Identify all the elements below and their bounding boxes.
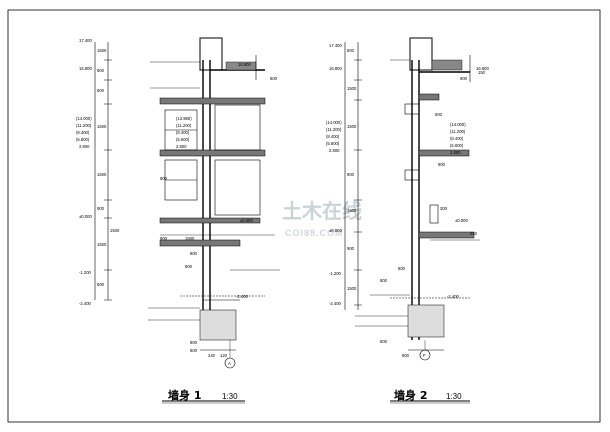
- right-dim-6: 1500: [347, 286, 357, 291]
- right-scale: 1:30: [446, 392, 462, 401]
- right-dim-7: 600: [398, 266, 406, 271]
- right-dim-2: 1500: [347, 124, 357, 129]
- right-level-2: (14.000): [326, 120, 342, 125]
- left-note-4: (5.600): [176, 137, 190, 142]
- left-dim-6: 1500: [97, 242, 107, 247]
- right-note-4: (5.600): [450, 143, 464, 148]
- drawing-frame: [7, 9, 601, 423]
- right-note-6: ±0.000: [455, 218, 468, 223]
- right-level-labels: 17.400 16.800 (14.000) (11.200) (8.400) (5.60…: [326, 43, 342, 306]
- left-note-9: 120: [220, 353, 228, 358]
- left-dim-14: 1500: [185, 236, 195, 241]
- right-dim-12: 900: [460, 76, 468, 81]
- left-level-8: -1.200: [79, 270, 92, 275]
- right-note-7: -2.400: [447, 294, 460, 299]
- right-level-9: -2.400: [329, 301, 342, 306]
- wall-section-2: [344, 37, 480, 404]
- left-dim-10: 600: [160, 176, 168, 181]
- left-scale: 1:30: [222, 392, 238, 401]
- left-note-1: (13.980): [176, 116, 192, 121]
- left-level-3: (11.200): [76, 123, 92, 128]
- right-note-2: (11.200): [450, 129, 466, 134]
- left-note-6: ±0.000: [240, 218, 253, 223]
- left-note-0: 16.800: [238, 62, 251, 67]
- left-level-4: (8.400): [76, 130, 90, 135]
- watermark-cn: 土木在线: [282, 199, 362, 223]
- left-note-labels: 16.800 (13.980) (11.200) (8.400) (5.600) 2.80…: [176, 62, 253, 358]
- left-dimension-labels: 1500 900 600 1500 1500 900 1500 600 800 1500 600 90…: [97, 48, 278, 287]
- left-level-5: (5.600): [76, 137, 90, 142]
- wall-section-1: [94, 37, 280, 404]
- right-level-5: (5.600): [326, 141, 340, 146]
- right-grid-label: F: [423, 353, 426, 358]
- left-level-9: -2.400: [79, 301, 92, 306]
- right-level-3: (11.200): [326, 127, 342, 132]
- right-note-10: 250: [470, 231, 478, 236]
- left-title: 墙身 1: [168, 388, 201, 402]
- left-dim-4: 1500: [97, 172, 107, 177]
- left-dim-1: 900: [97, 68, 105, 73]
- right-title: 墙身 2: [394, 388, 427, 402]
- left-dim-3: 1500: [97, 124, 107, 129]
- right-note-1: (14.000): [450, 122, 466, 127]
- left-grid-label: A: [228, 361, 231, 366]
- right-dim-4: 1500: [347, 208, 357, 213]
- watermark-en: COI88.COM: [285, 228, 344, 238]
- left-note-5: 2.800: [176, 144, 187, 149]
- left-dim-13: 600: [270, 76, 278, 81]
- right-level-4: (8.400): [326, 134, 340, 139]
- right-note-5: 2.800: [450, 150, 461, 155]
- right-dim-11: 300: [440, 206, 448, 211]
- left-level-labels: 17.400 16.800 (14.000) (11.200) (8.400) (5.60…: [76, 38, 92, 306]
- left-note-11: 600: [190, 348, 198, 353]
- left-note-7: -2.400: [236, 294, 249, 299]
- left-level-6: 2.800: [79, 144, 90, 149]
- left-level-1: 16.800: [79, 66, 92, 71]
- right-level-7: ±0.000: [329, 228, 342, 233]
- left-dim-5: 900: [97, 206, 105, 211]
- right-dim-13: 150: [478, 70, 486, 75]
- left-dim-12: 800: [190, 251, 198, 256]
- right-note-9: 600: [380, 339, 388, 344]
- left-dim-2: 600: [97, 88, 105, 93]
- left-level-0: 17.400: [79, 38, 92, 43]
- right-dimension-labels: 600 1500 1500 900 1500 900 1500 600 800 600 900 300…: [347, 48, 486, 291]
- left-dim-11: 900: [160, 236, 168, 241]
- right-note-8: 800: [402, 353, 410, 358]
- right-dim-5: 900: [347, 246, 355, 251]
- left-level-7: ±0.000: [79, 214, 92, 219]
- right-level-0: 17.400: [329, 43, 342, 48]
- right-level-8: -1.200: [329, 271, 342, 276]
- right-dim-9: 600: [435, 112, 443, 117]
- right-note-labels: 16.800 (14.000) (11.200) (8.400) (5.600) 2.80…: [380, 66, 489, 358]
- right-level-6: 2.800: [329, 148, 340, 153]
- left-dim-8: 800: [185, 264, 193, 269]
- left-note-10: 800: [190, 340, 198, 345]
- right-dim-3: 900: [347, 172, 355, 177]
- right-note-3: (8.400): [450, 136, 464, 141]
- left-dim-9: 1500: [110, 228, 120, 233]
- right-dim-8: 800: [380, 278, 388, 283]
- left-note-3: (8.400): [176, 130, 190, 135]
- right-dim-0: 600: [347, 48, 355, 53]
- right-note-0: 16.800: [476, 66, 489, 71]
- left-level-2: (14.000): [76, 116, 92, 121]
- left-note-2: (11.200): [176, 123, 192, 128]
- right-dim-1: 1500: [347, 86, 357, 91]
- right-dim-10: 900: [438, 162, 446, 167]
- left-dim-0: 1500: [97, 48, 107, 53]
- watermark: 土木在线 COI88.COM: [282, 199, 362, 238]
- right-level-1: 16.800: [329, 66, 342, 71]
- left-note-8: 240: [208, 353, 216, 358]
- left-dim-7: 600: [97, 282, 105, 287]
